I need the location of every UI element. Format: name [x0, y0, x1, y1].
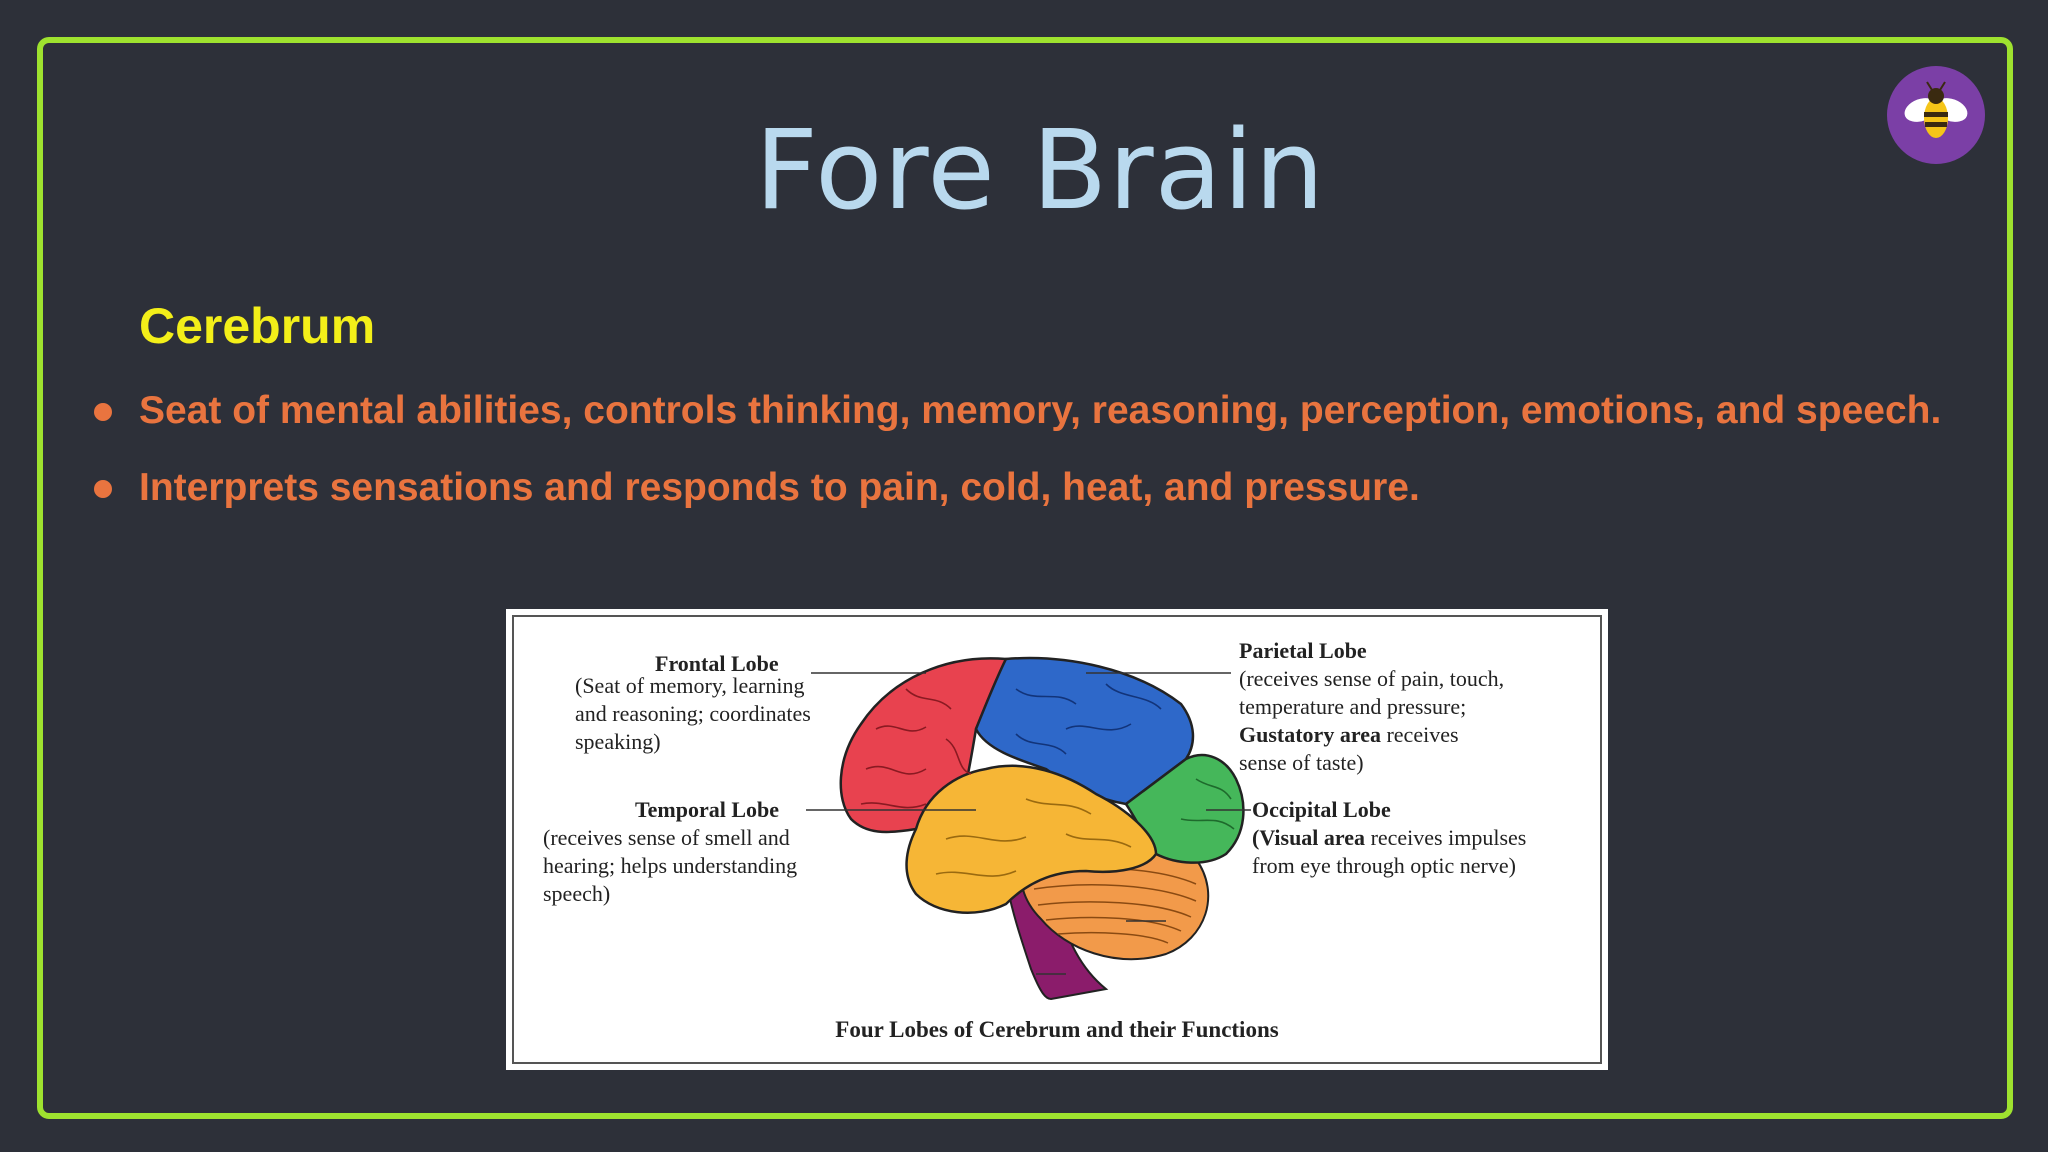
occipital-lobe-shape [1124, 753, 1245, 864]
bullet-text: Seat of mental abilities, controls think… [139, 389, 1942, 432]
brain-diagram: Frontal Lobe (Seat of memory, learning a… [506, 609, 1608, 1070]
bee-logo [1887, 66, 1985, 164]
bullet-list: Seat of mental abilities, controls think… [92, 383, 1941, 537]
occipital-lobe-line-rest: receives impulses [1365, 825, 1527, 850]
bullet-dot-icon [94, 480, 112, 498]
page-title: Fore Brain [754, 106, 1326, 234]
temporal-lobe-line: speech) [543, 881, 611, 906]
slide-frame [37, 37, 2013, 1119]
brain-illustration [806, 656, 1251, 1001]
parietal-lobe-label: Parietal Lobe (receives sense of pain, t… [1239, 637, 1504, 777]
gustatory-area-term: Gustatory area [1239, 722, 1381, 747]
bullet-text: Interprets sensations and responds to pa… [139, 466, 1420, 509]
temporal-lobe-line: hearing; helps understanding [543, 853, 798, 878]
diagram-border [512, 615, 1602, 1064]
parietal-lobe-title: Parietal Lobe [1239, 638, 1367, 663]
bee-icon [1904, 81, 1968, 138]
bullet-dot-icon [94, 403, 112, 421]
temporal-lobe-line: (receives sense of smell and [543, 825, 790, 850]
bullet-item: Seat of mental abilities, controls think… [92, 383, 1941, 460]
section-heading: Cerebrum [139, 298, 376, 354]
occipital-lobe-line: from eye through optic nerve) [1252, 853, 1516, 878]
visual-area-term: (Visual area [1252, 825, 1366, 850]
bullet-item: Interprets sensations and responds to pa… [92, 460, 1941, 537]
parietal-lobe-line: temperature and pressure; [1239, 694, 1467, 719]
frontal-lobe-line: speaking) [575, 729, 661, 754]
occipital-lobe-title: Occipital Lobe [1252, 797, 1391, 822]
frontal-lobe-line: (Seat of memory, learning [575, 673, 805, 698]
occipital-lobe-label: Occipital Lobe (Visual area receives imp… [1252, 796, 1526, 880]
temporal-lobe-label: Temporal Lobe (receives sense of smell a… [543, 796, 797, 908]
frontal-lobe-line: and reasoning; coordinates [575, 701, 811, 726]
frontal-lobe-title: Frontal Lobe [655, 651, 779, 676]
occipital-lobe-line: (Visual area receives impulses [1252, 824, 1526, 852]
parietal-lobe-line-rest: receives [1380, 722, 1459, 747]
frontal-lobe-label: Frontal Lobe (Seat of memory, learning a… [575, 650, 811, 756]
parietal-lobe-line: Gustatory area receives [1239, 721, 1504, 749]
parietal-lobe-line: sense of taste) [1239, 750, 1364, 775]
temporal-lobe-shape [905, 764, 1158, 914]
temporal-lobe-title: Temporal Lobe [635, 797, 780, 822]
parietal-lobe-line: (receives sense of pain, touch, [1239, 666, 1505, 691]
diagram-caption: Four Lobes of Cerebrum and their Functio… [835, 1017, 1279, 1042]
